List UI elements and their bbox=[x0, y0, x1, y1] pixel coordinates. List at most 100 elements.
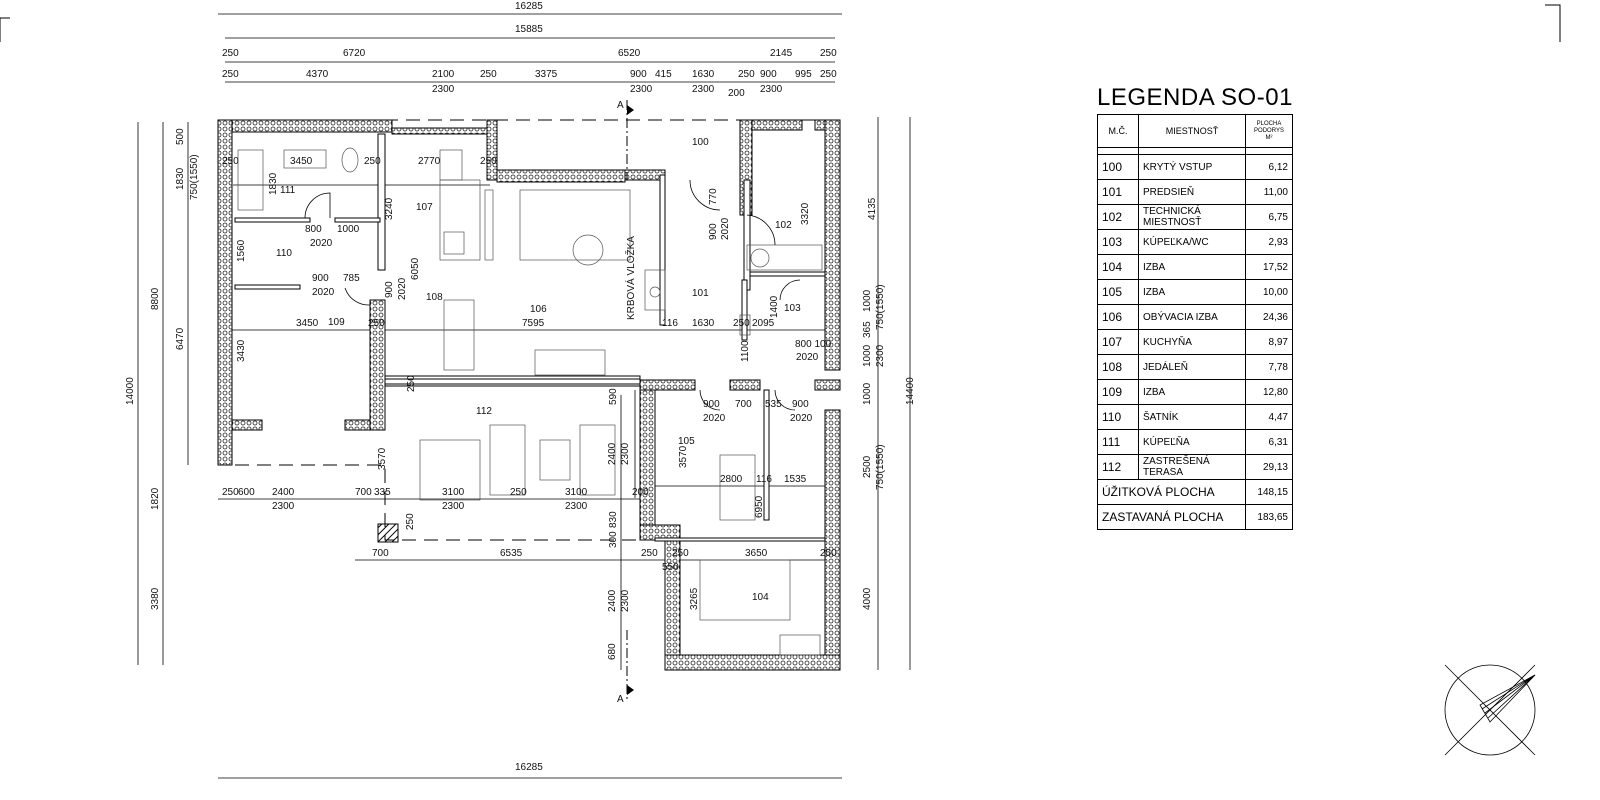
dimension-label: 2300 bbox=[432, 84, 455, 95]
furniture bbox=[237, 147, 823, 656]
legend-row: 102 TECHNICKÁ MIESTNOSŤ 6,75 bbox=[1097, 204, 1293, 230]
dimension-label: 2400 bbox=[272, 487, 295, 498]
legend-row: 104 IZBA 17,52 bbox=[1097, 254, 1293, 280]
dimension-label: 1630 bbox=[692, 318, 715, 329]
dimension-label: 995 bbox=[795, 69, 812, 80]
dimension-label: 16285 bbox=[515, 762, 543, 773]
room-number: 107 bbox=[1097, 329, 1139, 355]
dimension-label: 700 bbox=[735, 399, 752, 410]
room-number: 101 bbox=[1097, 179, 1139, 205]
dimension-label: 2300 bbox=[692, 84, 715, 95]
dimension-label: 900 bbox=[384, 281, 395, 298]
dimension-label: 800 bbox=[305, 224, 322, 235]
legend-row: 110 ŠATNÍK 4,47 bbox=[1097, 404, 1293, 430]
legend-row: 103 KÚPEĽKA/WC 2,93 bbox=[1097, 229, 1293, 255]
dimension-label: 15885 bbox=[515, 24, 543, 35]
dimension-label: 6720 bbox=[343, 48, 366, 59]
dimension-label: 300 bbox=[608, 531, 619, 548]
room-name: IZBA bbox=[1138, 254, 1246, 280]
room-area: 29,13 bbox=[1245, 454, 1293, 480]
room-area: 6,12 bbox=[1245, 154, 1293, 180]
dimension-label: 535 bbox=[765, 399, 782, 410]
dimension-label: 6470 bbox=[175, 327, 186, 350]
dimension-label: 250 bbox=[510, 487, 527, 498]
dimension-label: 4135 bbox=[867, 197, 878, 220]
dimension-label: 2300 bbox=[620, 442, 631, 465]
legend-row: 105 IZBA 10,00 bbox=[1097, 279, 1293, 305]
dimension-label: 250 bbox=[820, 48, 837, 59]
dimension-label: 250 bbox=[820, 548, 837, 559]
dimension-label: 250 bbox=[820, 69, 837, 80]
dimension-label: 6050 bbox=[410, 257, 421, 280]
dimension-label: 250 bbox=[480, 69, 497, 80]
dimension-label: 250 bbox=[672, 548, 689, 559]
dimension-label: 3100 bbox=[565, 487, 588, 498]
sheet-frame bbox=[0, 4, 1561, 42]
dimension-label: 250 bbox=[733, 318, 750, 329]
room-label: 108 bbox=[426, 292, 443, 303]
dimension-label: 335 bbox=[374, 487, 391, 498]
dimension-label: 2020 bbox=[310, 238, 333, 249]
dimension-label: 3570 bbox=[678, 445, 689, 468]
room-area: 8,97 bbox=[1245, 329, 1293, 355]
room-label: 106 bbox=[530, 304, 547, 315]
dimension-label: 250 bbox=[406, 375, 417, 392]
dimension-label: 2100 bbox=[432, 69, 455, 80]
dimension-label: 750(1550) bbox=[875, 444, 886, 490]
room-area: 6,31 bbox=[1245, 429, 1293, 455]
dimension-label: 16285 bbox=[515, 1, 543, 12]
dimension-label: 14400 bbox=[905, 377, 916, 405]
total-label: ÚŽITKOVÁ PLOCHA bbox=[1097, 479, 1246, 505]
header-number: M.Č. bbox=[1097, 114, 1139, 148]
room-name: TECHNICKÁ MIESTNOSŤ bbox=[1138, 204, 1246, 230]
dimension-label: 250 bbox=[364, 156, 381, 167]
walls bbox=[217, 119, 841, 671]
legend-row: 112 ZASTREŠENÁ TERASA 29,13 bbox=[1097, 454, 1293, 480]
room-name: ZASTREŠENÁ TERASA bbox=[1138, 454, 1246, 480]
dimension-label: 2095 bbox=[752, 318, 775, 329]
dimension-label: 800 100 bbox=[795, 339, 832, 350]
room-label: 100 bbox=[692, 137, 709, 148]
dimension-label: 3450 bbox=[290, 156, 313, 167]
dimension-label: 750(1550) bbox=[189, 154, 200, 200]
legend-title: LEGENDA SO-01 bbox=[1097, 84, 1293, 111]
dimension-label: 415 bbox=[655, 69, 672, 80]
legend-row: 106 OBÝVACIA IZBA 24,36 bbox=[1097, 304, 1293, 330]
dimension-label: 900 bbox=[703, 399, 720, 410]
section-mark-bottom: A bbox=[617, 694, 624, 705]
room-label: 104 bbox=[752, 592, 769, 603]
header-area: PLOCHA PODORYS M² bbox=[1245, 114, 1293, 148]
dimension-label: 250 bbox=[738, 69, 755, 80]
dimension-label: 2300 bbox=[875, 344, 886, 367]
dimension-label: 2020 bbox=[312, 287, 335, 298]
room-label: 101 bbox=[692, 288, 709, 299]
room-area: 4,47 bbox=[1245, 404, 1293, 430]
dimension-label: 1630 bbox=[692, 69, 715, 80]
dimension-label: 8800 bbox=[150, 287, 161, 310]
dimension-label: 1830 bbox=[175, 167, 186, 190]
dimension-label: 1000 bbox=[862, 382, 873, 405]
dimension-label: 3650 bbox=[745, 548, 768, 559]
room-area: 12,80 bbox=[1245, 379, 1293, 405]
dimension-label: 3265 bbox=[689, 587, 700, 610]
room-area: 17,52 bbox=[1245, 254, 1293, 280]
dimension-label: 3240 bbox=[384, 197, 395, 220]
legend-row: 101 PREDSIEŇ 11,00 bbox=[1097, 179, 1293, 205]
room-number: 112 bbox=[1097, 454, 1139, 480]
dimension-label: 7595 bbox=[522, 318, 545, 329]
dimension-label: 3375 bbox=[535, 69, 558, 80]
room-name: PREDSIEŇ bbox=[1138, 179, 1246, 205]
dimension-label: 365 bbox=[862, 321, 873, 338]
room-name: JEDÁLEŇ bbox=[1138, 354, 1246, 380]
dimension-label: 3450 bbox=[296, 318, 319, 329]
room-name: KÚPEĽŇA bbox=[1138, 429, 1246, 455]
room-name: KRYTÝ VSTUP bbox=[1138, 154, 1246, 180]
dimension-label: 770 bbox=[708, 188, 719, 205]
dimension-label: 900 bbox=[792, 399, 809, 410]
dimension-label: 680 bbox=[607, 643, 618, 660]
dimension-label: 900 bbox=[630, 69, 647, 80]
section-arrow-bottom bbox=[627, 685, 634, 695]
dimension-label: 4370 bbox=[306, 69, 329, 80]
legend-spacer bbox=[1097, 147, 1293, 155]
dimension-label: 250 bbox=[222, 48, 239, 59]
